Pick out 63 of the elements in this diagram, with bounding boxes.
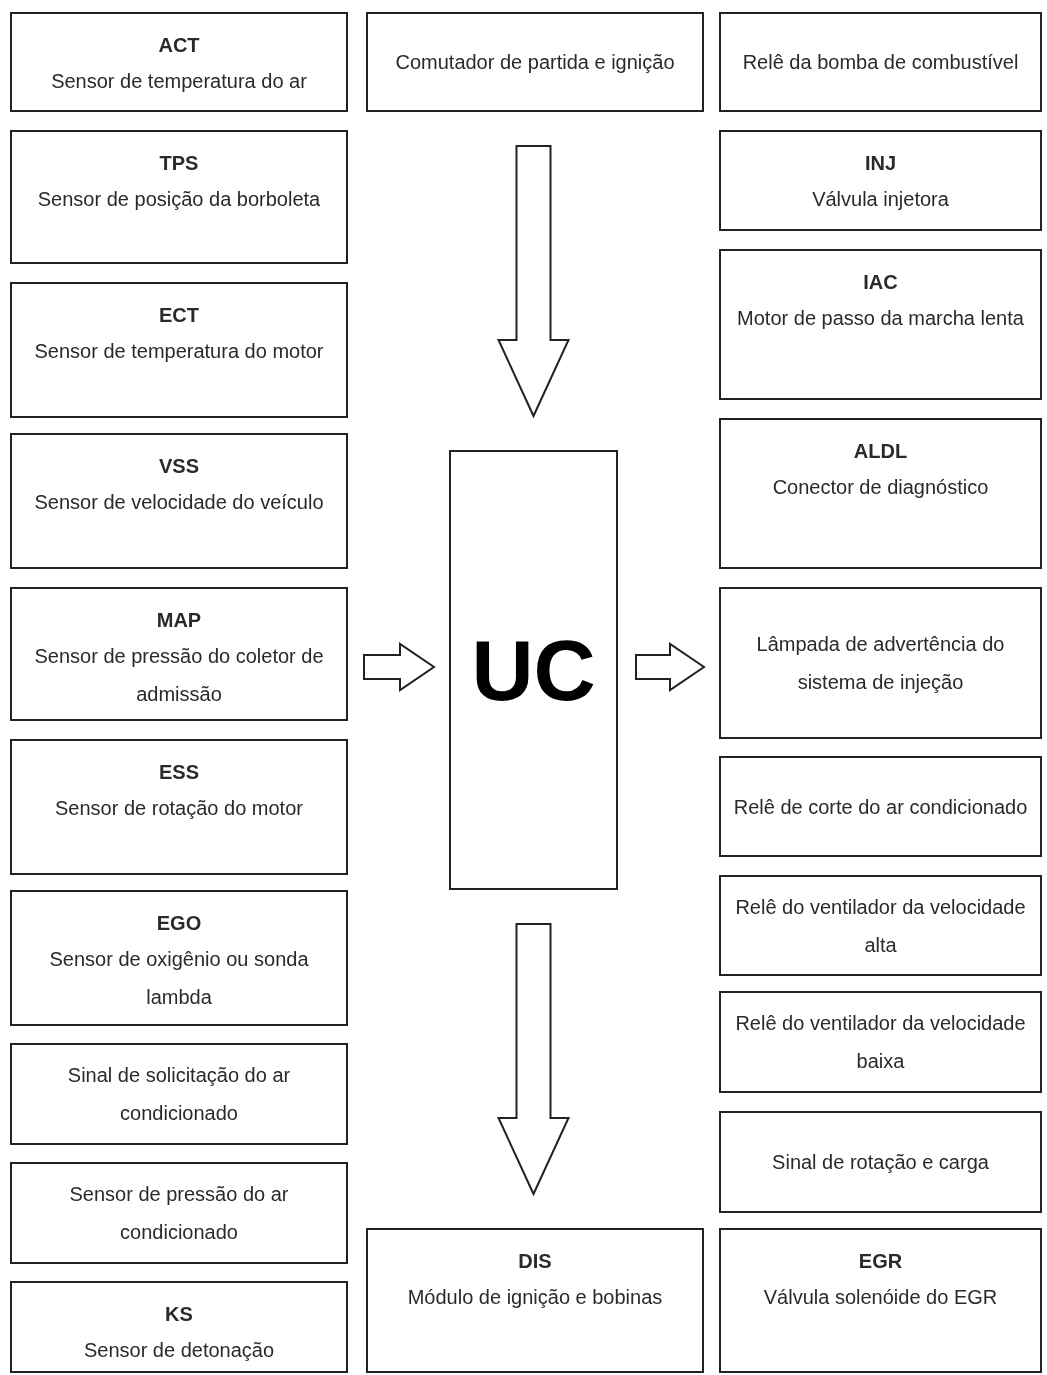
component-description: Relê da bomba de combustível (742, 50, 1019, 75)
component-box (10, 739, 348, 875)
component-description: Sensor de rotação do motor (55, 796, 303, 821)
component-code: ESS (159, 760, 199, 785)
component-description: Comutador de partida e ignição (395, 50, 675, 75)
component-box (366, 1228, 704, 1373)
component-box (10, 1043, 348, 1145)
component-box (366, 12, 704, 112)
component-description: Sensor de velocidade do veículo (34, 490, 324, 515)
component-code: VSS (159, 454, 199, 479)
component-description: Sensor de detonação (83, 1338, 275, 1363)
component-description: Motor de passo da marcha lenta (737, 306, 1024, 331)
unit-label: UC (471, 627, 596, 713)
block-arrow (496, 145, 571, 419)
control-unit-box (449, 450, 618, 890)
component-box (10, 890, 348, 1026)
block-arrow (496, 923, 571, 1197)
component-description: Relê do ventilador da velocidade alta (734, 894, 1027, 958)
component-description: Módulo de ignição e bobinas (407, 1285, 663, 1310)
component-box (10, 1281, 348, 1373)
component-code: DIS (518, 1249, 552, 1274)
component-code: ACT (158, 33, 200, 58)
component-box (10, 1162, 348, 1264)
component-box (719, 249, 1042, 400)
component-description: Válvula injetora (812, 187, 949, 212)
component-box (10, 433, 348, 569)
component-box (719, 418, 1042, 569)
component-description: Válvula solenóide do EGR (763, 1285, 998, 1310)
component-description: Relê do ventilador da velocidade baixa (734, 1011, 1027, 1074)
component-box (10, 282, 348, 418)
component-description: Relê de corte do ar condicionado (733, 794, 1028, 820)
component-description: Sensor de oxigênio ou sonda lambda (48, 947, 310, 1010)
block-arrow (635, 642, 706, 692)
component-box (719, 1111, 1042, 1213)
component-description: Conector de diagnóstico (772, 475, 989, 500)
component-description: Sensor de pressão do coletor de admissão (33, 644, 325, 707)
component-code: ECT (159, 303, 199, 328)
component-description: Sensor de temperatura do ar (51, 69, 307, 94)
component-description: Sinal de solicitação do ar condicionado (66, 1063, 292, 1126)
component-box (10, 12, 348, 112)
component-box (719, 12, 1042, 112)
component-description: Sensor de pressão do ar condicionado (68, 1182, 290, 1245)
component-description: Sensor de posição da borboleta (37, 187, 321, 212)
component-box (10, 130, 348, 264)
component-description: Sensor de temperatura do motor (34, 339, 324, 364)
component-box (719, 875, 1042, 976)
component-code: MAP (156, 608, 202, 633)
component-box (10, 587, 348, 721)
component-code: INJ (864, 151, 897, 176)
block-arrow (363, 642, 436, 692)
component-box (719, 130, 1042, 231)
component-code: IAC (863, 270, 898, 295)
component-description: Sinal de rotação e carga (772, 1150, 989, 1175)
component-box (719, 991, 1042, 1093)
component-description: Lâmpada de advertência do sistema de injeção (755, 632, 1006, 695)
component-code: EGR (858, 1249, 903, 1274)
component-code: TPS (159, 151, 199, 176)
component-box (719, 1228, 1042, 1373)
component-code: ALDL (853, 439, 908, 464)
component-code: EGO (156, 911, 202, 936)
component-box (719, 587, 1042, 739)
component-code: KS (165, 1302, 193, 1327)
component-box (719, 756, 1042, 857)
